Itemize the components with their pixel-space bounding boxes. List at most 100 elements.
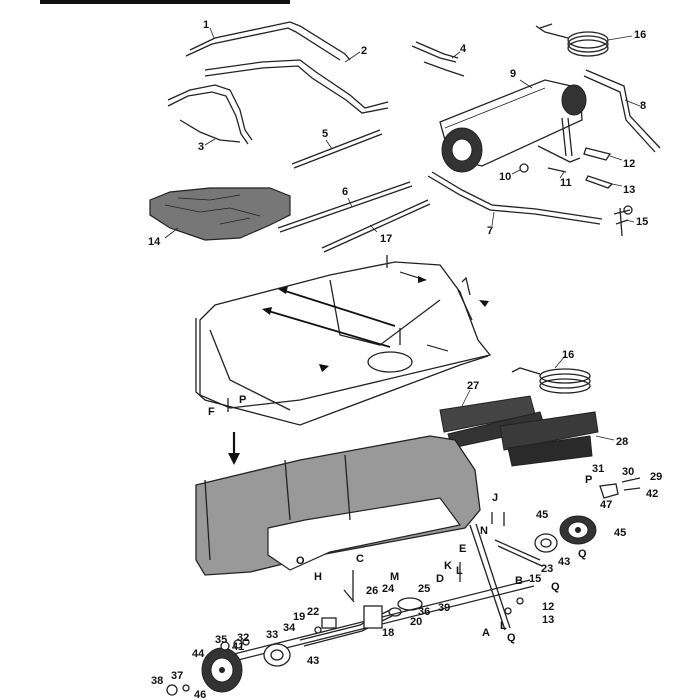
callout-N: N [480, 525, 488, 537]
callout-6: 6 [342, 186, 349, 198]
part-42-bolt [623, 487, 641, 491]
callout-M: M [390, 571, 400, 583]
callout-26: 26 [366, 585, 379, 597]
part-47-bracket [599, 483, 619, 499]
part-1-upper-handle [185, 21, 351, 61]
callout-13-lower: 13 [542, 614, 555, 626]
part-12-plate [583, 147, 612, 161]
callout-22: 22 [307, 606, 320, 618]
callout-44: 44 [192, 648, 205, 660]
callout-11: 11 [560, 177, 572, 189]
part-7-tow-bar [427, 171, 603, 225]
callout-15: 15 [636, 216, 649, 228]
callout-45-right: 45 [614, 527, 627, 539]
part-43-hubcap-right [534, 533, 558, 553]
callout-7: 7 [487, 225, 494, 237]
part-2-handle-side [204, 59, 389, 114]
part-29-bolt [621, 477, 641, 483]
callout-29: 29 [650, 471, 663, 483]
callout-17: 17 [380, 233, 393, 245]
callout-25: 25 [418, 583, 431, 595]
callout-24: 24 [382, 583, 395, 595]
part-11-bracket [537, 117, 581, 173]
callout-16: 16 [634, 29, 647, 41]
part-3-lower-handle [167, 84, 253, 145]
part-33-hubcap-left [263, 643, 291, 667]
callout-36: 36 [418, 606, 431, 618]
callout-37: 37 [171, 670, 184, 682]
callout-E: E [459, 543, 467, 555]
callout-B: B [515, 575, 523, 587]
callout-18: 18 [382, 627, 395, 639]
callout-P: P [239, 394, 247, 406]
callout-L: L [456, 565, 463, 577]
callout-41: 41 [232, 641, 245, 653]
callout-47: 47 [600, 499, 613, 511]
part-4-grips [411, 41, 465, 77]
callout-C: C [356, 553, 364, 565]
assembly-arrows [228, 271, 489, 465]
callout-23: 23 [541, 563, 554, 575]
callout-13: 13 [623, 184, 636, 196]
part-9-brush-housing [439, 79, 587, 173]
part-5-rod [291, 129, 383, 169]
callout-Q-lower: Q [551, 581, 560, 593]
callout-Q: Q [578, 548, 587, 560]
part-13-plate [585, 175, 614, 189]
part-28-brush-strip [499, 411, 599, 467]
callout-14: 14 [148, 236, 161, 248]
callout-39: 39 [438, 602, 451, 614]
callout-33: 33 [266, 629, 279, 641]
part-45-wheel-right [559, 515, 597, 545]
callout-12-lower: 12 [542, 601, 555, 613]
callout-46: 46 [194, 689, 207, 700]
hopper-bag [195, 435, 481, 576]
part-8-hitch-arm [583, 69, 661, 153]
callout-Q-bottom: Q [507, 632, 516, 644]
callout-K: K [444, 560, 452, 572]
callout-28: 28 [616, 436, 629, 448]
part-16-spring-coil-lower [511, 367, 591, 394]
part-16-spring-coil [535, 23, 609, 57]
callout-J: J [492, 492, 499, 504]
callout-43: 43 [558, 556, 571, 568]
callout-10: 10 [499, 171, 512, 183]
callout-43-left: 43 [307, 655, 320, 667]
callout-3: 3 [198, 141, 205, 153]
part-15-pin [613, 207, 631, 237]
part-6-rod [277, 181, 413, 233]
callout-15-lower: 15 [529, 573, 542, 585]
callout-45: 45 [536, 509, 549, 521]
part-17-rod [321, 199, 431, 253]
callout-9: 9 [510, 68, 517, 80]
callout-19: 19 [293, 611, 306, 623]
callout-34: 34 [283, 622, 296, 634]
part-44-wheel-left [201, 647, 243, 693]
callout-30: 30 [622, 466, 635, 478]
callout-38: 38 [151, 675, 164, 687]
callout-8: 8 [640, 100, 647, 112]
small-hardware [166, 255, 524, 696]
callout-D: D [436, 573, 444, 585]
hopper-frame [195, 261, 492, 426]
axle-assembly [209, 523, 543, 667]
callout-42: 42 [646, 488, 659, 500]
callout-20: 20 [410, 616, 423, 628]
callout-1: 1 [203, 19, 210, 31]
callout-12: 12 [623, 158, 636, 170]
callout-4: 4 [460, 43, 467, 55]
callout-A: A [482, 627, 490, 639]
part-10-nut [519, 163, 529, 173]
callout-H: H [314, 571, 322, 583]
callout-F: F [208, 406, 215, 418]
callout-O: O [296, 555, 305, 567]
part-14-hopper-cover [149, 187, 291, 241]
callout-5: 5 [322, 128, 329, 140]
callout-31: 31 [592, 463, 605, 475]
callout-P-right: P [585, 474, 593, 486]
callout-L-lower: L [500, 620, 507, 632]
callout-35: 35 [215, 634, 228, 646]
callout-27: 27 [467, 380, 480, 392]
